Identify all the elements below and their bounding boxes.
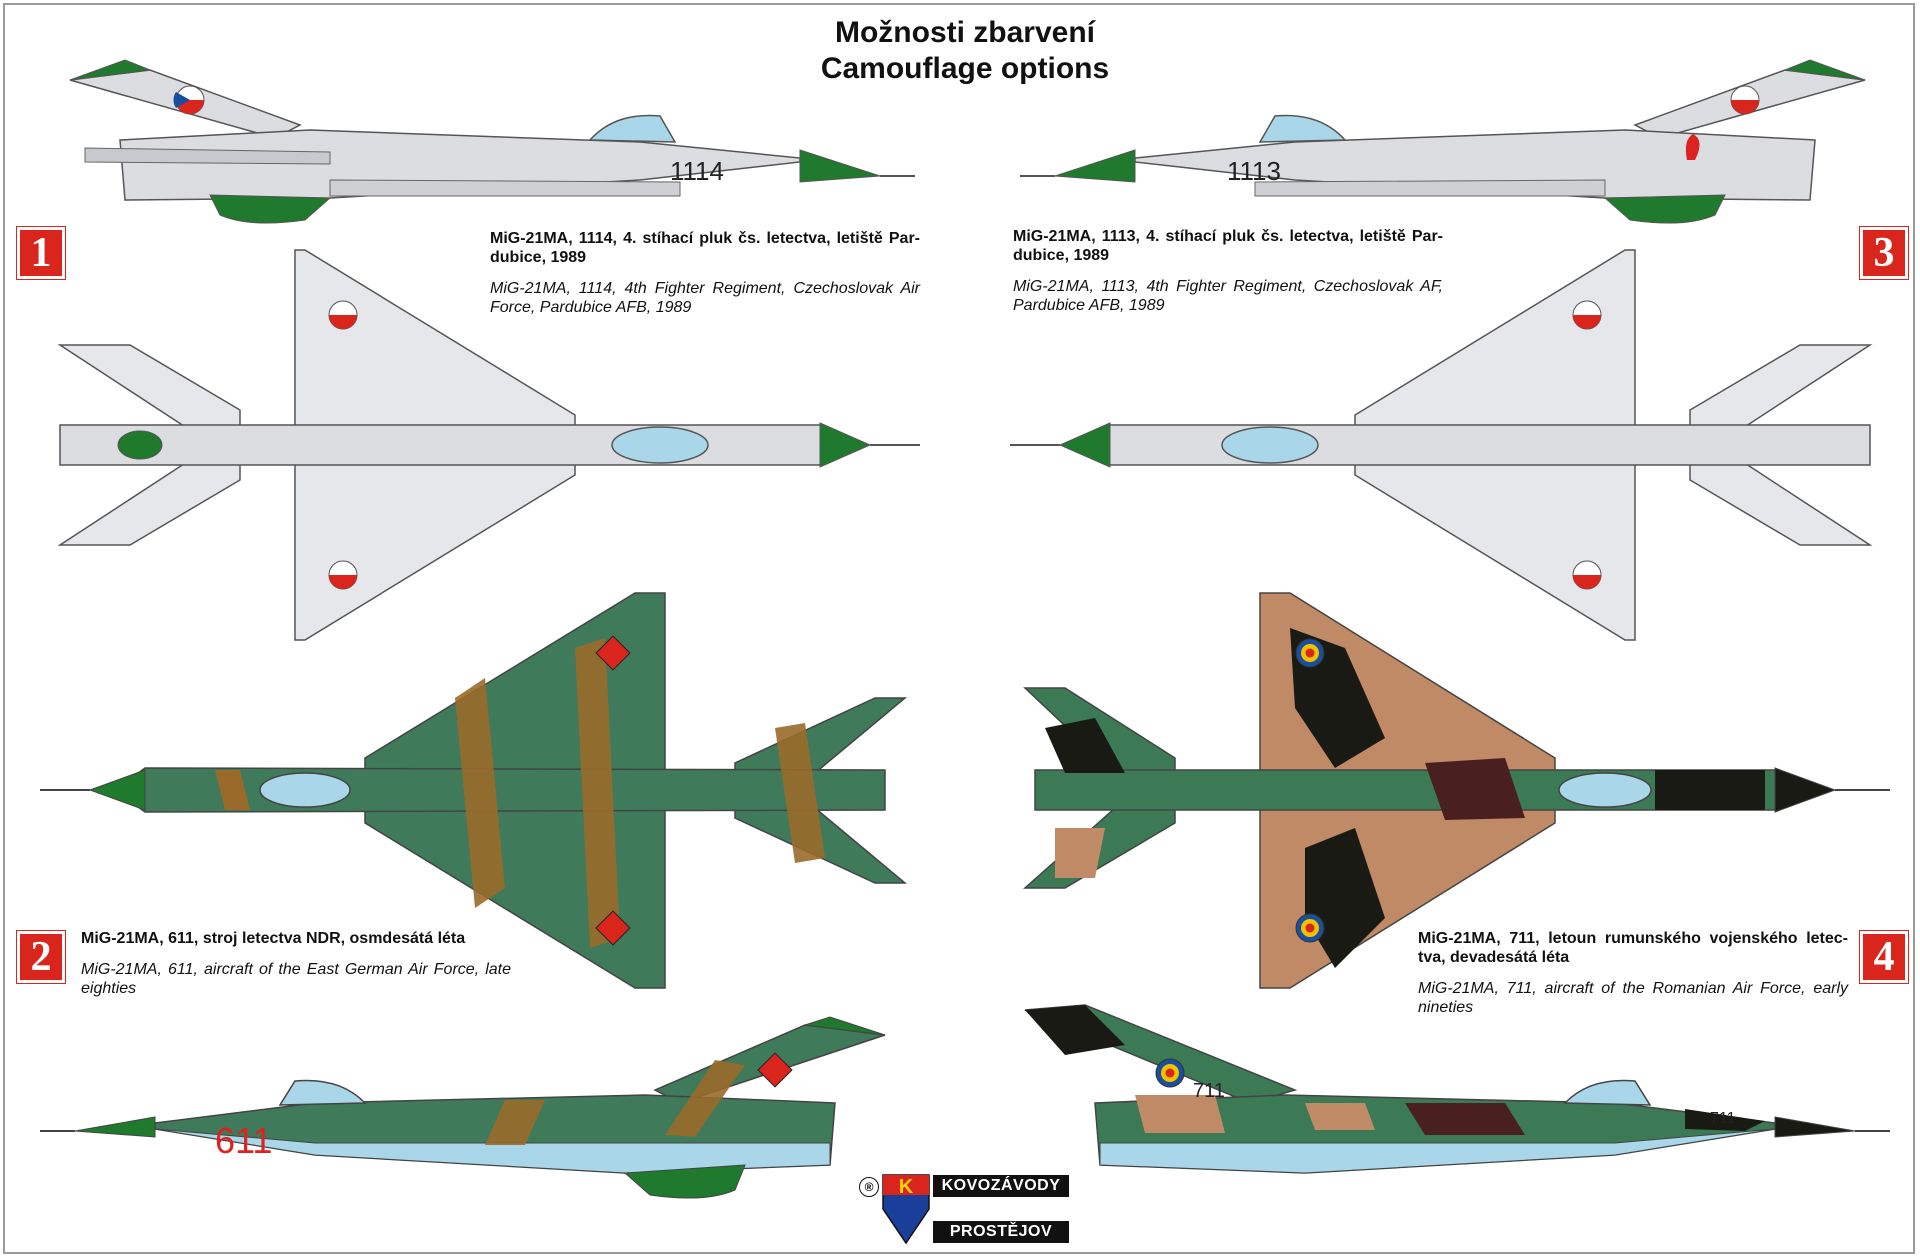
caption-english: MiG-21MA, 1114, 4th Fighter Regiment, Cz… [490, 280, 920, 316]
option-badge-2: 2 [17, 931, 65, 983]
registered-mark: ® [859, 1177, 879, 1197]
title-czech: Možnosti zbarvení [834, 16, 1096, 49]
logo-line-2: PROSTĚJOV [933, 1221, 1069, 1243]
caption-czech: MiG-21MA, 711, letoun rumunského vojensk… [1418, 930, 1848, 966]
aircraft-2-side-view: 611 [40, 1016, 886, 1199]
caption-option-3: MiG-21MA, 1113, 4. stíhací pluk čs. lete… [1013, 227, 1443, 315]
camouflage-sheet: Možnosti zbarvení Camouflage options 1 2… [3, 3, 1915, 1254]
kovozavody-logo: ® K KOVOZÁVODY PROSTĚJOV [857, 1173, 1071, 1245]
caption-option-1: MiG-21MA, 1114, 4. stíhací pluk čs. lete… [490, 229, 920, 317]
caption-option-4: MiG-21MA, 711, letoun rumunského vojensk… [1418, 929, 1848, 1017]
aircraft-1-top-view [57, 249, 920, 641]
caption-czech: MiG-21MA, 1113, 4. stíhací pluk čs. lete… [1013, 228, 1443, 264]
aircraft-4-top-view [1023, 592, 1890, 989]
caption-english: MiG-21MA, 611, aircraft of the East Germ… [81, 961, 511, 997]
option-badge-1: 1 [17, 227, 65, 279]
logo-letter: K [899, 1176, 914, 1198]
kovozavody-emblem-icon: K [882, 1174, 930, 1245]
caption-english: MiG-21MA, 711, aircraft of the Romanian … [1418, 980, 1848, 1016]
caption-english: MiG-21MA, 1113, 4th Fighter Regiment, Cz… [1013, 278, 1443, 314]
aircraft-4-side-view: 711 711 [1024, 1004, 1890, 1174]
sheet-title: Možnosti zbarvení Camouflage options [665, 15, 1265, 87]
caption-czech: MiG-21MA, 1114, 4. stíhací pluk čs. lete… [490, 230, 920, 266]
aircraft-3-top-view [1010, 249, 1873, 641]
title-english: Camouflage options [820, 52, 1110, 85]
aircraft-4-marking-nose: 711 [1710, 1110, 1736, 1127]
aircraft-2-marking: 611 [215, 1120, 272, 1161]
aircraft-2-top-view [40, 592, 908, 989]
aircraft-3-side-view: 1113 [1020, 59, 1866, 224]
caption-czech: MiG-21MA, 611, stroj letectva NDR, osmde… [81, 930, 466, 947]
option-badge-4: 4 [1860, 931, 1908, 983]
aircraft-3-marking: 1113 [1227, 156, 1281, 186]
aircraft-4-marking-tail: 711 [1193, 1080, 1225, 1102]
logo-line-1: KOVOZÁVODY [933, 1175, 1069, 1197]
option-badge-3: 3 [1860, 227, 1908, 279]
aircraft-1-side-view: 1114 [69, 59, 915, 224]
caption-option-2: MiG-21MA, 611, stroj letectva NDR, osmde… [81, 929, 511, 998]
aircraft-1-marking: 1114 [670, 156, 724, 186]
